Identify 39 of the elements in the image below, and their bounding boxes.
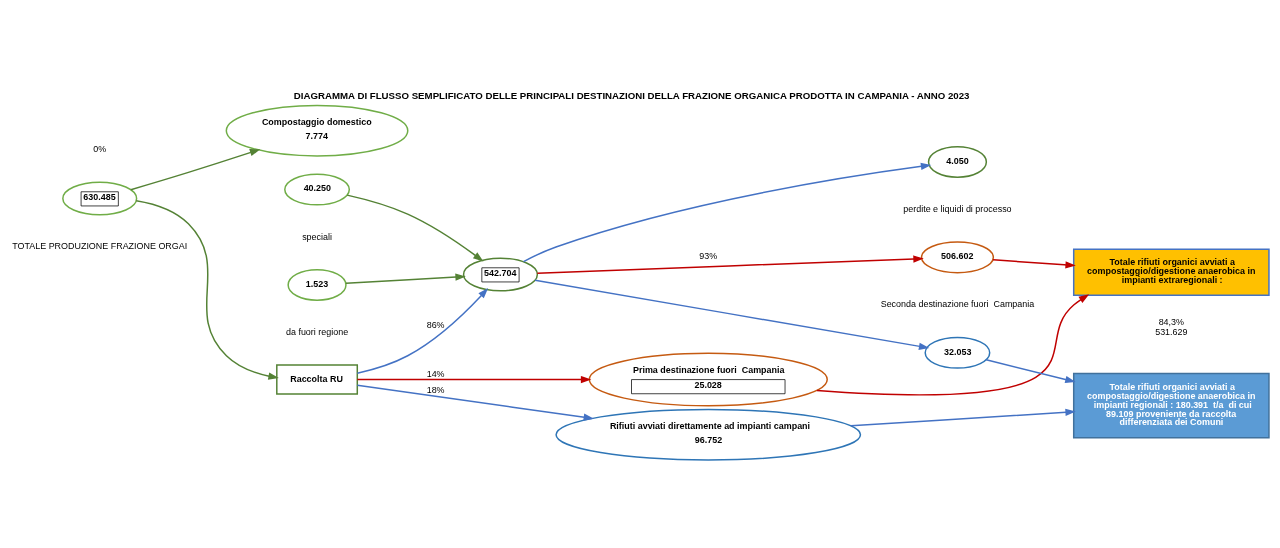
node-ellipse: Rifiuti avviati direttamente ad impianti campani 96.752 <box>555 408 862 461</box>
arrow <box>345 272 466 284</box>
arrow <box>816 293 1090 395</box>
node-label: perdite e liquidi di processo <box>903 203 1012 214</box>
diagram-title: DIAGRAMMA DI FLUSSO SEMPLIFICATO DELLE PRINCIPALI DESTINAZIONI DELLA FRAZIONE ORGANICA PRODOTTA IN CAMPANIA - ANNO 2023 <box>293 89 970 101</box>
node-label: TOTALE PRODUZIONE FRAZIONE ORGAI <box>12 240 188 251</box>
arrow <box>356 375 592 383</box>
node-label: 531.629 <box>1155 326 1188 337</box>
node-ellipse: 40.250 <box>284 173 351 206</box>
node-label: Seconda destinazione fuori Campania <box>880 298 1035 309</box>
node-label: da fuori regione <box>285 326 349 337</box>
arrow <box>850 408 1076 427</box>
node-box: Raccolta RU <box>276 363 359 395</box>
node-label: 84,3% <box>1158 316 1185 327</box>
edge-label: 18% <box>426 384 445 395</box>
arrow <box>534 279 930 350</box>
node-ellipse: 32.053 <box>924 336 991 369</box>
arrow <box>135 199 279 380</box>
label: 0% <box>93 143 107 154</box>
arrow <box>536 254 924 274</box>
node-ellipse: 506.602 <box>920 240 995 273</box>
edge-label: 93% <box>699 250 718 261</box>
node-ellipse: Prima destinazione fuori Campania 25.028 <box>588 352 828 407</box>
edge-label: 14% <box>426 368 445 379</box>
node-ellipse: 630.485 <box>62 180 138 215</box>
arrow <box>356 287 489 374</box>
node-ellipse: 1.523 <box>287 268 347 301</box>
node-box: Totale rifiuti organici avviati a compostaggio/digestione anaerobica in impianti regionali : 180.391 t/a di cui 89.109 proveniente da raccolta differenziata dei Comuni <box>1072 372 1270 438</box>
node-label: speciali <box>302 231 332 242</box>
arrow <box>130 148 261 190</box>
arrow <box>356 383 595 421</box>
arrow <box>985 358 1076 383</box>
node-box: Totale rifiuti organici avviati a compostaggio/digestione anaerobica in impianti extraregionali : <box>1072 247 1270 296</box>
arrow <box>346 193 484 262</box>
node-ellipse: 542.704 <box>462 256 539 292</box>
arrow <box>992 258 1076 269</box>
node-ellipse: 4.050 <box>927 145 988 178</box>
edge-label: 86% <box>426 319 445 330</box>
arrow <box>522 162 932 262</box>
